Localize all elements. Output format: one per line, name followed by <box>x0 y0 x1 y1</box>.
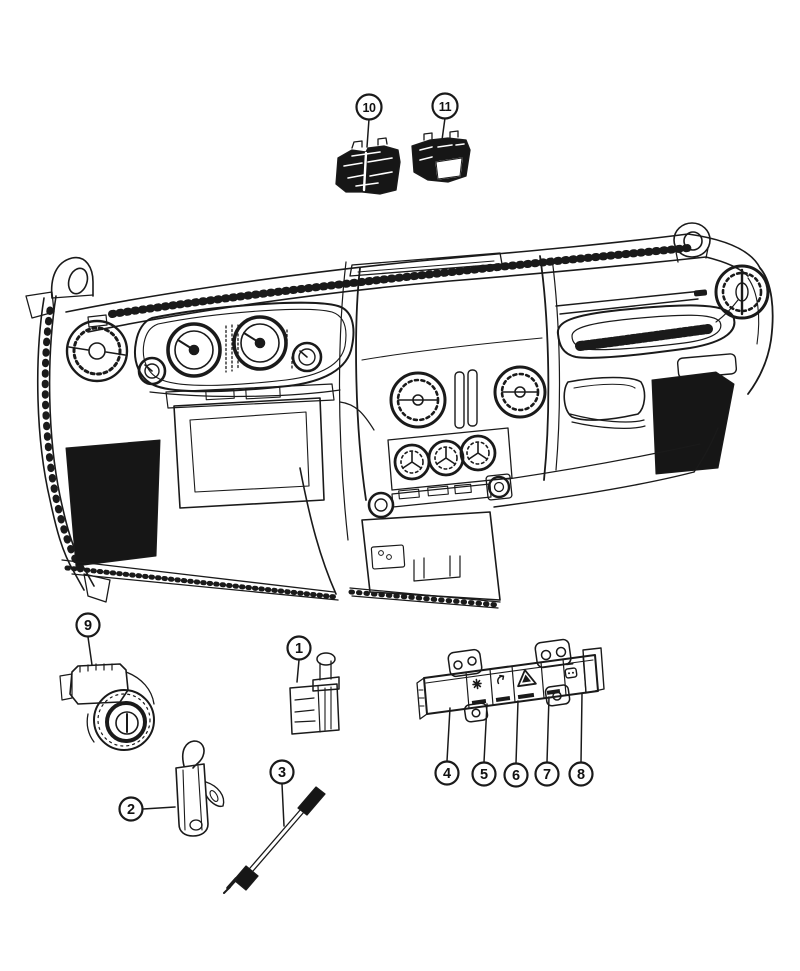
switch-bank-illustration <box>416 638 605 723</box>
part-2-bracket-illustration <box>175 740 225 837</box>
defroster-vent-hatch <box>108 244 692 318</box>
center-stack <box>299 255 561 609</box>
svg-text:5: 5 <box>480 767 488 783</box>
callout-7[interactable]: 7 <box>534 761 560 787</box>
callout-6[interactable]: 6 <box>503 762 529 788</box>
dash-top-front-edge <box>87 256 749 333</box>
svg-text:1: 1 <box>295 641 303 657</box>
svg-text:3: 3 <box>278 765 286 781</box>
center-air-vent-right <box>493 365 547 419</box>
left-top-pod <box>25 256 94 319</box>
svg-text:9: 9 <box>84 618 92 634</box>
instrument-cluster <box>134 301 355 398</box>
callout-8[interactable]: 8 <box>568 761 594 787</box>
glove-box-door <box>563 376 646 421</box>
asterisk-icon <box>472 678 482 690</box>
svg-text:10: 10 <box>362 101 376 115</box>
callouts: 1 2 3 4 5 6 7 8 <box>75 92 594 822</box>
left-speaker-grille <box>65 439 161 567</box>
knee-bolster <box>61 383 375 601</box>
dash-top-edge <box>65 233 761 313</box>
svg-text:8: 8 <box>577 767 585 783</box>
callout-11[interactable]: 11 <box>431 92 459 120</box>
hazard-triangle-icon <box>517 669 537 688</box>
gauge-fuel <box>137 356 167 386</box>
part-11-switch-illustration <box>411 130 471 183</box>
callout-5[interactable]: 5 <box>471 761 497 787</box>
callout-10[interactable]: 10 <box>355 93 383 121</box>
power-outlet-icon <box>564 662 578 679</box>
part-1-brake-switch-illustration <box>289 652 340 735</box>
left-air-vent <box>65 314 129 383</box>
callout-1[interactable]: 1 <box>286 635 312 661</box>
hvac-controls <box>387 427 513 491</box>
dashboard-illustration <box>25 222 774 609</box>
passenger-side <box>493 264 774 508</box>
callout-9[interactable]: 9 <box>75 612 101 638</box>
part-9-headlamp-switch-illustration <box>59 663 155 751</box>
gauge-speedometer <box>166 322 222 378</box>
right-top-loop <box>673 222 711 263</box>
svg-text:2: 2 <box>127 802 135 818</box>
gauge-tachometer <box>232 315 288 371</box>
grab-handle <box>556 304 736 359</box>
part-10-switch-illustration <box>335 137 401 195</box>
svg-text:11: 11 <box>439 100 452 114</box>
speaker-slot-hatch <box>575 324 713 351</box>
callout-2[interactable]: 2 <box>118 796 144 822</box>
svg-text:7: 7 <box>543 767 551 783</box>
center-air-vent-left <box>389 371 447 429</box>
svg-text:4: 4 <box>443 766 451 782</box>
part-3-cable-illustration <box>223 786 326 894</box>
curved-arrow-icon <box>497 674 505 685</box>
callout-3[interactable]: 3 <box>269 759 295 785</box>
right-air-vent <box>714 264 770 320</box>
lower-console <box>299 467 501 609</box>
top-tray-outline <box>349 252 503 277</box>
gauge-temp <box>291 341 323 373</box>
callout-leader-lines <box>87 117 583 827</box>
mounting-tabs <box>447 638 572 723</box>
svg-text:6: 6 <box>512 768 520 784</box>
right-speaker-grille <box>651 371 735 475</box>
callout-4[interactable]: 4 <box>434 760 460 786</box>
